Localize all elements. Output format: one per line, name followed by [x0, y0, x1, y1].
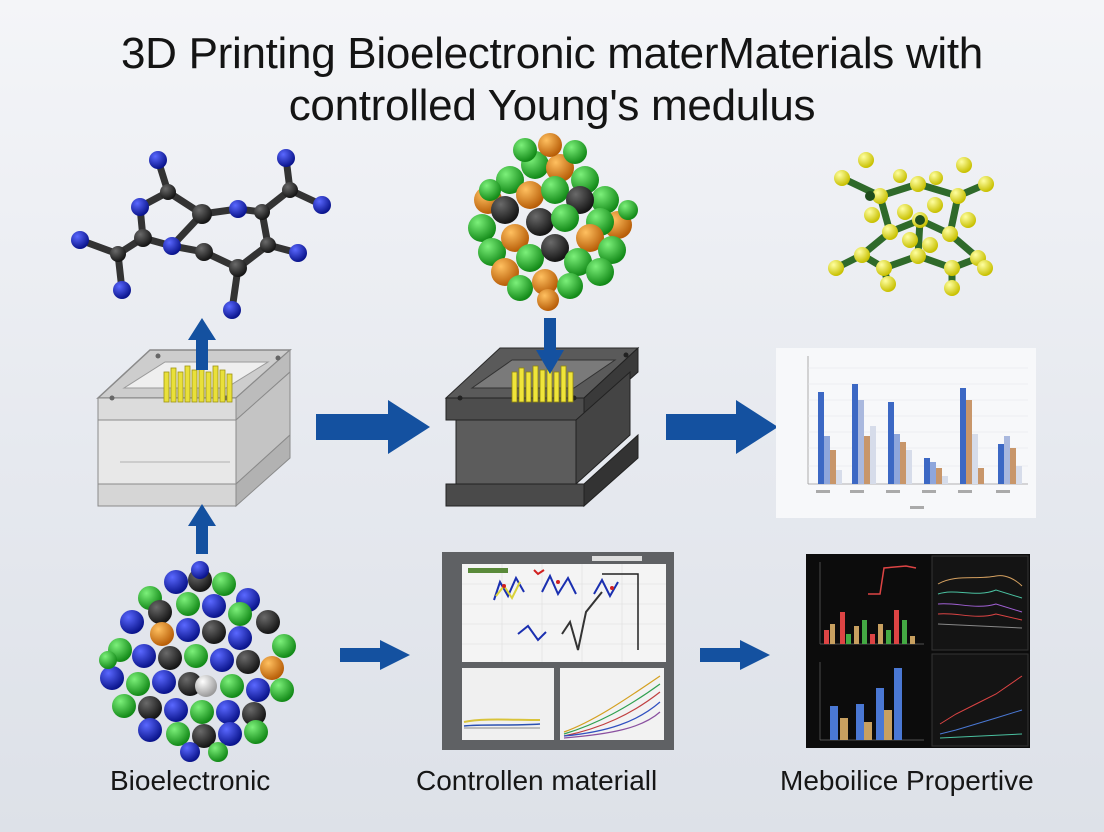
- atom-cluster-icon: [468, 133, 638, 311]
- analysis-plots-panel: [442, 552, 674, 750]
- arrow-right-mid-right-icon: [666, 400, 778, 454]
- arrow-right-bottom-right-icon: [700, 640, 770, 670]
- caption-mechanical-properties: Meboilice Propertive: [780, 765, 1034, 797]
- dark-dashboard-panel: [806, 554, 1030, 748]
- print-bed-center-icon: [446, 348, 638, 506]
- caption-controlled-material: Controllen materiall: [416, 765, 657, 797]
- arrow-right-bottom-left-icon: [340, 640, 410, 670]
- arrow-right-mid-left-icon: [316, 400, 430, 454]
- print-bed-left-icon: [98, 350, 290, 506]
- caption-bioelectronic: Bioelectronic: [110, 765, 270, 797]
- arrow-up-bottom-icon: [188, 504, 216, 554]
- nanoparticle-icon: [99, 561, 296, 762]
- lattice-structure-icon: [828, 152, 994, 296]
- ring-molecule-icon: [71, 149, 331, 319]
- bar-chart-thumbnail: [776, 348, 1036, 518]
